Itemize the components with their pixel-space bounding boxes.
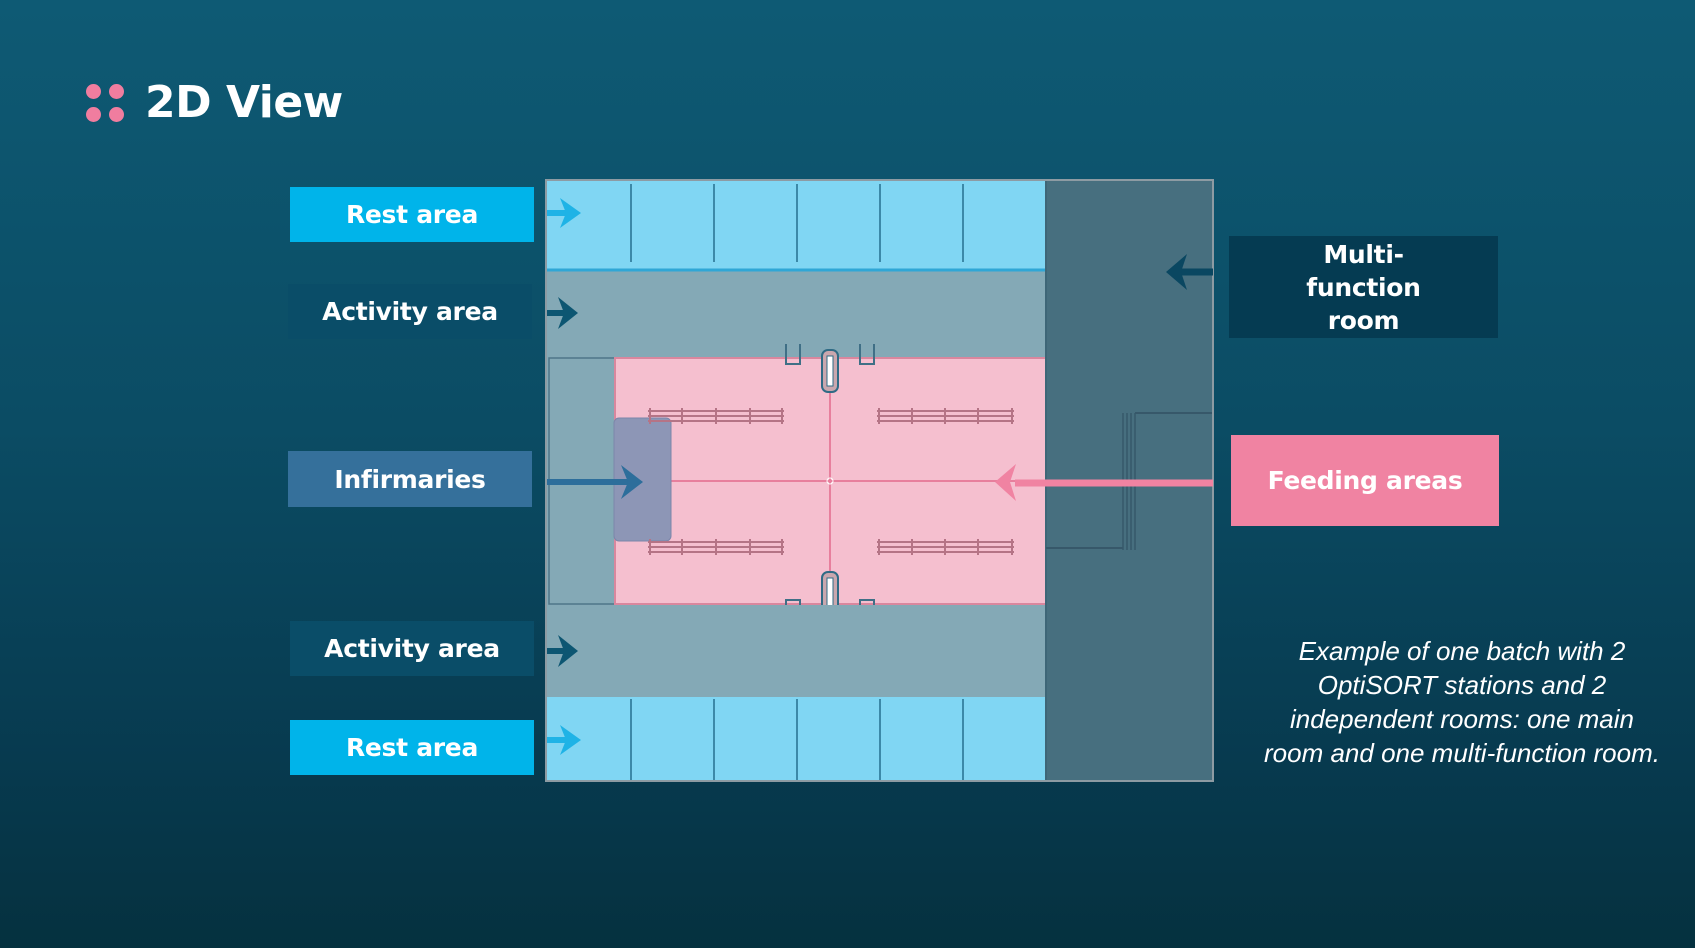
arrow-infirmary-icon — [547, 465, 643, 499]
arrow-multifunction-icon — [1166, 254, 1213, 290]
arrow-activity-top-icon — [547, 297, 578, 329]
rest-area-bottom-zone — [547, 697, 1046, 780]
activity-area-top-text: Activity area — [322, 297, 498, 326]
rest-area-bottom-text: Rest area — [345, 733, 479, 762]
feeding-area-zone — [614, 357, 1047, 605]
trough — [648, 408, 784, 424]
trough — [877, 408, 1014, 424]
trough — [877, 539, 1014, 555]
arrow-activity-bottom-icon — [547, 635, 578, 667]
multifunction-room-label: Multi-function room — [1229, 236, 1498, 338]
rest-pen-dividers-top — [630, 184, 964, 262]
page-title: 2D View — [145, 77, 343, 128]
multifunction-walls — [1046, 412, 1212, 549]
multifunction-room-text: Multi-function room — [1306, 239, 1421, 335]
rest-pen-dividers-bottom — [630, 699, 964, 780]
arrow-rest-bottom-icon — [547, 725, 581, 755]
page-header: 2D View — [86, 78, 343, 128]
rest-area-top-zone — [547, 181, 1046, 272]
activity-area-bottom-text: Activity area — [324, 634, 500, 663]
arrow-feeding-icon — [995, 464, 1213, 501]
activity-area-top-label: Activity area — [288, 284, 532, 339]
feeding-areas-text: Feeding areas — [1267, 466, 1463, 495]
four-dots-icon — [86, 84, 124, 122]
caption-note: Example of one batch with 2 OptiSORT sta… — [1264, 636, 1660, 768]
infirmaries-text: Infirmaries — [334, 464, 486, 494]
activity-area-bottom-zone — [547, 605, 1046, 697]
feeding-troughs — [648, 408, 1014, 555]
activity-area-top-zone — [547, 272, 1046, 358]
optisort-station-top — [785, 344, 875, 393]
feeding-areas-label: Feeding areas — [1231, 435, 1499, 526]
rest-area-top-label: Rest area — [290, 187, 534, 242]
rest-area-top-text: Rest area — [345, 200, 479, 229]
station-gate-top — [785, 344, 875, 365]
rest-area-bottom-label: Rest area — [290, 720, 534, 775]
trough — [648, 539, 784, 555]
arrow-rest-top-icon — [547, 198, 581, 228]
center-marker — [826, 477, 834, 485]
activity-area-bottom-label: Activity area — [290, 621, 534, 676]
infirmaries-label: Infirmaries — [288, 451, 532, 507]
